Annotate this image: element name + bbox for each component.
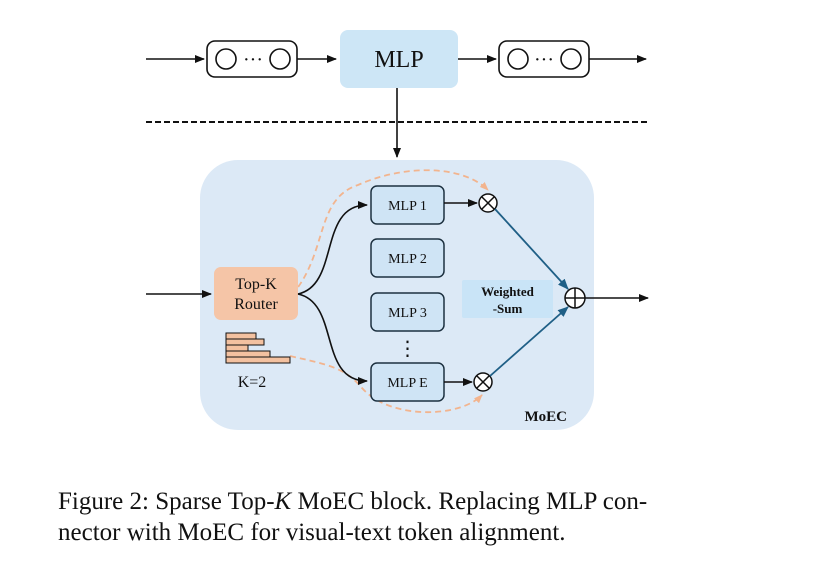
- route-curve-bottom: [297, 293, 368, 385]
- multiply-icon: [473, 372, 493, 392]
- k-label: K=2: [238, 374, 267, 391]
- token-ellipsis: ···: [534, 49, 554, 71]
- token-circle: [269, 48, 291, 70]
- router-label-line2: Router: [234, 296, 278, 313]
- router-label-line1: Top-K: [235, 276, 277, 293]
- expert-mlp-2: MLP 2: [370, 238, 445, 278]
- expert-label: MLP 3: [388, 306, 427, 321]
- token-group-left: ···: [206, 40, 298, 78]
- vertical-ellipsis: ⋮: [398, 336, 418, 360]
- caption-line1-prefix: Figure 2: Sparse Top-: [58, 488, 275, 515]
- expert-mlp-1: MLP 1: [370, 185, 445, 225]
- sum-icon: [564, 287, 586, 309]
- token-circle: [215, 48, 237, 70]
- score-bar: [225, 338, 265, 346]
- router-score-bars: [225, 332, 291, 364]
- expert-label: MLP 1: [388, 199, 427, 214]
- moec-label: MoEC: [525, 409, 568, 425]
- score-bar: [225, 350, 271, 358]
- weighted-sum-line1: Weighted: [481, 284, 534, 299]
- weighted-sum-line2: -Sum: [493, 301, 523, 316]
- expert-label: MLP 2: [388, 252, 427, 267]
- token-circle: [507, 48, 529, 70]
- score-bar: [225, 344, 249, 352]
- score-bar: [225, 356, 291, 364]
- mlp-label: MLP: [374, 47, 423, 73]
- figure-caption: Figure 2: Sparse Top-K MoEC block. Repla…: [58, 486, 798, 548]
- arrow-multiply1-to-sum: [494, 208, 569, 290]
- expert-label: MLP E: [387, 376, 427, 391]
- token-ellipsis: ···: [243, 49, 263, 71]
- expert-mlp-3: MLP 3: [370, 292, 445, 332]
- weighted-sum-box: Weighted -Sum: [462, 280, 553, 318]
- caption-line-2: nector with MoEC for visual-text token a…: [58, 519, 566, 546]
- token-circle: [560, 48, 582, 70]
- top-k-router: Top-K Router: [214, 267, 298, 320]
- caption-line-1: Figure 2: Sparse Top-K MoEC block. Repla…: [58, 486, 798, 517]
- moec-diagram: ··· MLP ··· Top-K Router K=2: [146, 30, 649, 430]
- score-bar: [225, 332, 257, 340]
- routing-dashed-path-top: [284, 169, 489, 303]
- multiply-icon: [478, 193, 498, 213]
- token-group-right: ···: [498, 40, 590, 78]
- arrow-multiplye-to-sum: [489, 306, 569, 377]
- route-curve-top: [297, 201, 368, 295]
- caption-k-italic: K: [274, 488, 292, 515]
- caption-line1-suffix: MoEC block. Replacing MLP con-: [291, 488, 648, 515]
- mlp-box: MLP: [340, 30, 458, 88]
- expert-mlp-e: MLP E: [370, 362, 445, 402]
- routing-dashed-path-bottom: [289, 355, 483, 414]
